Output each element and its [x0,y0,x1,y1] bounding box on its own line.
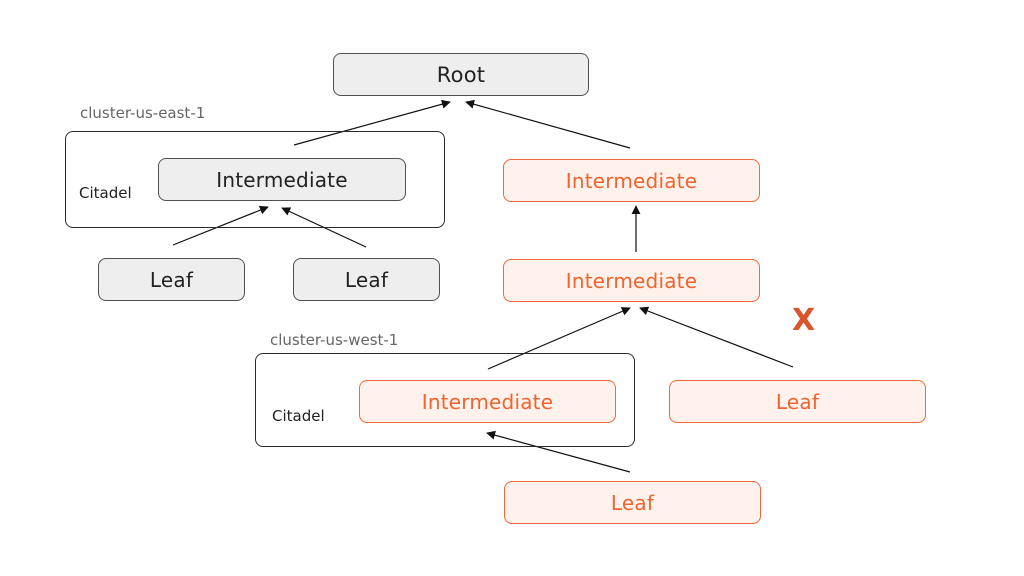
citadel-east-label: Citadel [79,184,132,202]
east-leaf-node-1: Leaf [98,258,245,301]
root-node: Root [333,53,589,96]
cluster-east-box [65,131,445,228]
arrow-right-leaf-to-middle [639,306,794,368]
orange-leaf-bottom-node: Leaf [504,481,761,524]
broken-trust-x-mark: X [792,303,816,338]
arrow-bottom-leaf-to-west-intermediate [486,430,631,473]
east-intermediate-node: Intermediate [158,158,406,201]
arrow-orange-intermediate-to-root [465,99,631,149]
citadel-west-label: Citadel [272,407,325,425]
orange-intermediate-middle-node: Intermediate [503,259,760,302]
cluster-east-label: cluster-us-east-1 [80,104,206,122]
orange-leaf-right-node: Leaf [669,380,926,423]
arrow-east-intermediate-to-root [293,99,451,146]
arrow-east-leaf1-to-intermediate [172,205,269,246]
east-leaf-node-2: Leaf [293,258,440,301]
orange-intermediate-top-node: Intermediate [503,159,760,202]
west-intermediate-node: Intermediate [359,380,616,423]
arrow-west-intermediate-to-middle [487,307,631,370]
cluster-west-box [255,353,635,447]
cluster-west-label: cluster-us-west-1 [270,331,399,349]
